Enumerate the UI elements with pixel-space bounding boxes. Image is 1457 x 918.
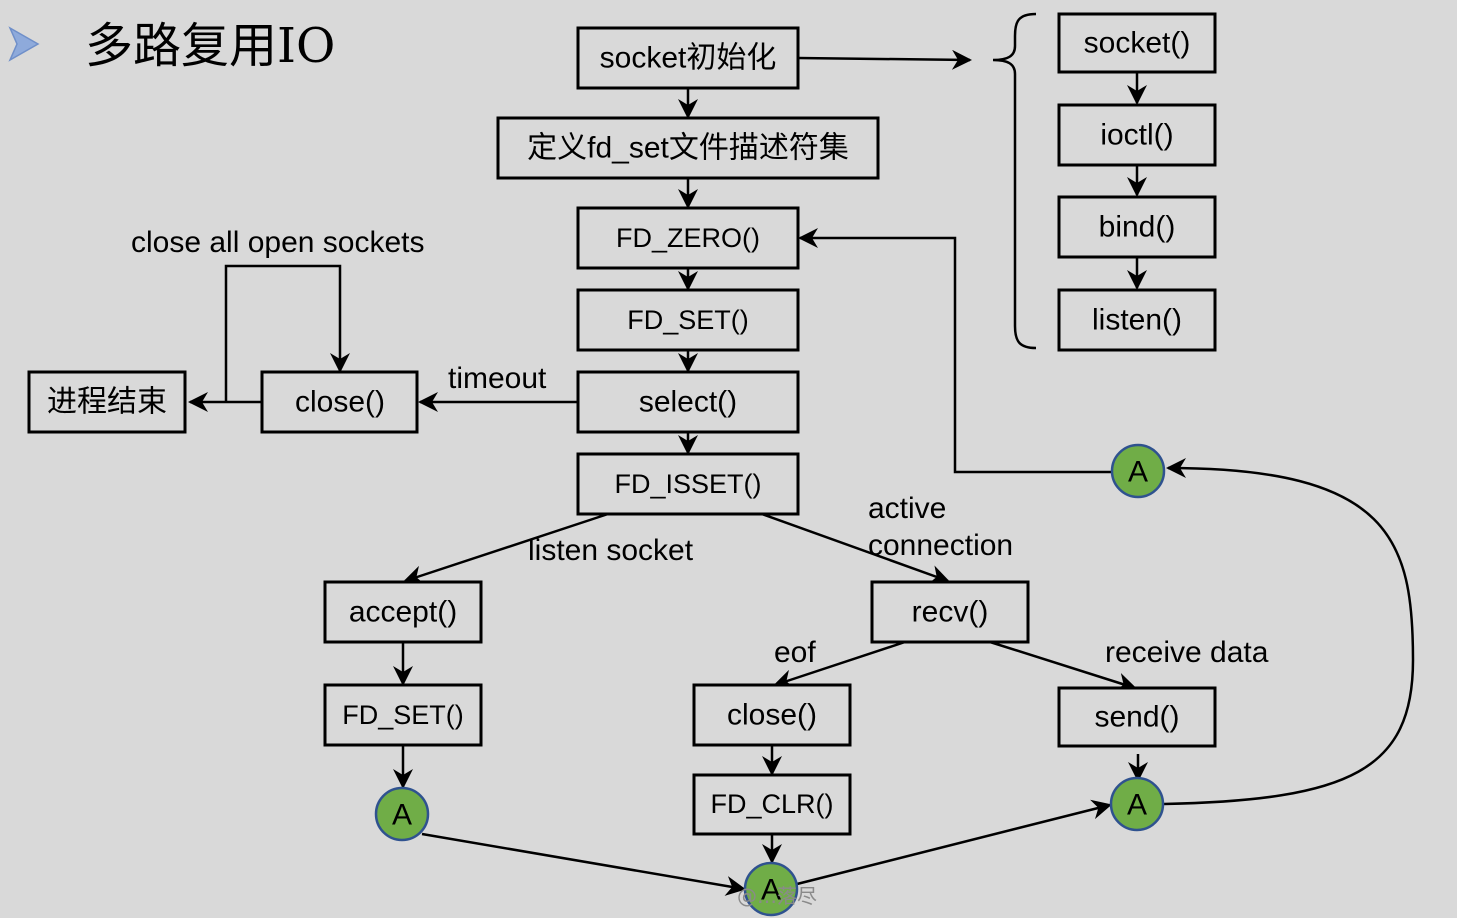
edge-a-return-to-zero xyxy=(798,228,1112,474)
fd-isset-node[interactable]: FD_ISSET() xyxy=(576,452,800,516)
recv-label: recv() xyxy=(912,596,989,629)
connector-a-accept[interactable]: A xyxy=(374,786,430,842)
edge-recv-to-send xyxy=(989,640,1137,693)
listen-socket-label: listen socket xyxy=(528,534,694,567)
edge-close-all-loop xyxy=(224,264,350,402)
receive-data-label: receive data xyxy=(1105,636,1269,669)
edge-recv-to-close-eof xyxy=(773,640,906,689)
define-fdset-node[interactable]: 定义fd_set文件描述符集 xyxy=(496,116,880,180)
connector-a-send[interactable]: A xyxy=(1109,776,1165,832)
edge-isset-to-accept xyxy=(403,512,609,585)
active-connection-label-line2: connection xyxy=(868,529,1013,562)
socket-init-node[interactable]: socket初始化 xyxy=(576,26,800,90)
connector-a-return[interactable]: A xyxy=(1110,443,1166,499)
socket-node[interactable]: socket() xyxy=(1057,12,1217,74)
close-main-node[interactable]: close() xyxy=(260,370,419,434)
define-fdset-label: 定义fd_set文件描述符集 xyxy=(527,132,849,165)
connector-a-accept-label: A xyxy=(392,799,412,832)
recv-node[interactable]: recv() xyxy=(870,580,1030,644)
listen-label: listen() xyxy=(1092,304,1182,337)
process-end-label: 进程结束 xyxy=(47,386,167,419)
listen-node[interactable]: listen() xyxy=(1057,288,1217,352)
edge-a-accept-to-a-clr xyxy=(421,832,746,896)
select-label: select() xyxy=(639,386,737,419)
socket-label: socket() xyxy=(1084,27,1191,60)
nodes: socket初始化 定义fd_set文件描述符集 FD_ZERO() FD_SE… xyxy=(27,12,1217,836)
edge-isset-to-recv xyxy=(761,512,950,585)
arrowhead-bullet-icon xyxy=(8,26,40,62)
connector-a-clr[interactable]: A xyxy=(743,861,799,917)
close-eof-label: close() xyxy=(727,699,817,732)
slide-header: 多路复用IO xyxy=(8,18,335,74)
close-eof-node[interactable]: close() xyxy=(692,683,852,747)
slide-title: 多路复用IO xyxy=(85,18,335,74)
accept-node[interactable]: accept() xyxy=(323,580,483,644)
close-main-label: close() xyxy=(295,386,385,419)
timeout-label: timeout xyxy=(448,362,547,395)
fd-set-main-node[interactable]: FD_SET() xyxy=(576,288,800,352)
ioctl-node[interactable]: ioctl() xyxy=(1057,103,1217,167)
connectors: A A A A xyxy=(374,443,1166,917)
send-label: send() xyxy=(1094,701,1179,734)
bind-label: bind() xyxy=(1099,211,1176,244)
fd-set-accept-label: FD_SET() xyxy=(342,700,464,730)
connector-a-send-label: A xyxy=(1127,789,1147,822)
fd-set-accept-node[interactable]: FD_SET() xyxy=(323,683,483,747)
connector-a-clr-label: A xyxy=(761,874,781,907)
socket-init-label: socket初始化 xyxy=(600,42,777,75)
fd-clr-node[interactable]: FD_CLR() xyxy=(692,773,852,836)
bind-node[interactable]: bind() xyxy=(1057,195,1217,259)
watermark: @…落尽 xyxy=(737,884,817,908)
fd-isset-label: FD_ISSET() xyxy=(614,469,761,499)
active-connection-label-line1: active xyxy=(868,492,946,525)
fd-zero-label: FD_ZERO() xyxy=(616,223,760,253)
edge-a-clr-to-a-send xyxy=(796,799,1112,886)
accept-label: accept() xyxy=(349,596,457,629)
fd-clr-label: FD_CLR() xyxy=(710,789,833,819)
eof-label: eof xyxy=(774,636,816,669)
edge-a-send-to-a-return xyxy=(1163,458,1415,806)
select-node[interactable]: select() xyxy=(576,370,800,434)
edge-labels: close all open sockets timeout listen so… xyxy=(131,226,1269,669)
connector-a-return-label: A xyxy=(1128,456,1148,489)
process-end-node[interactable]: 进程结束 xyxy=(27,370,187,434)
edges xyxy=(188,12,1415,896)
send-node[interactable]: send() xyxy=(1057,686,1217,748)
edge-init-to-group xyxy=(797,49,972,70)
brace-icon xyxy=(992,12,1037,350)
fd-zero-node[interactable]: FD_ZERO() xyxy=(576,206,800,270)
ioctl-label: ioctl() xyxy=(1100,119,1173,152)
close-all-label: close all open sockets xyxy=(131,226,425,259)
fd-set-main-label: FD_SET() xyxy=(627,305,749,335)
